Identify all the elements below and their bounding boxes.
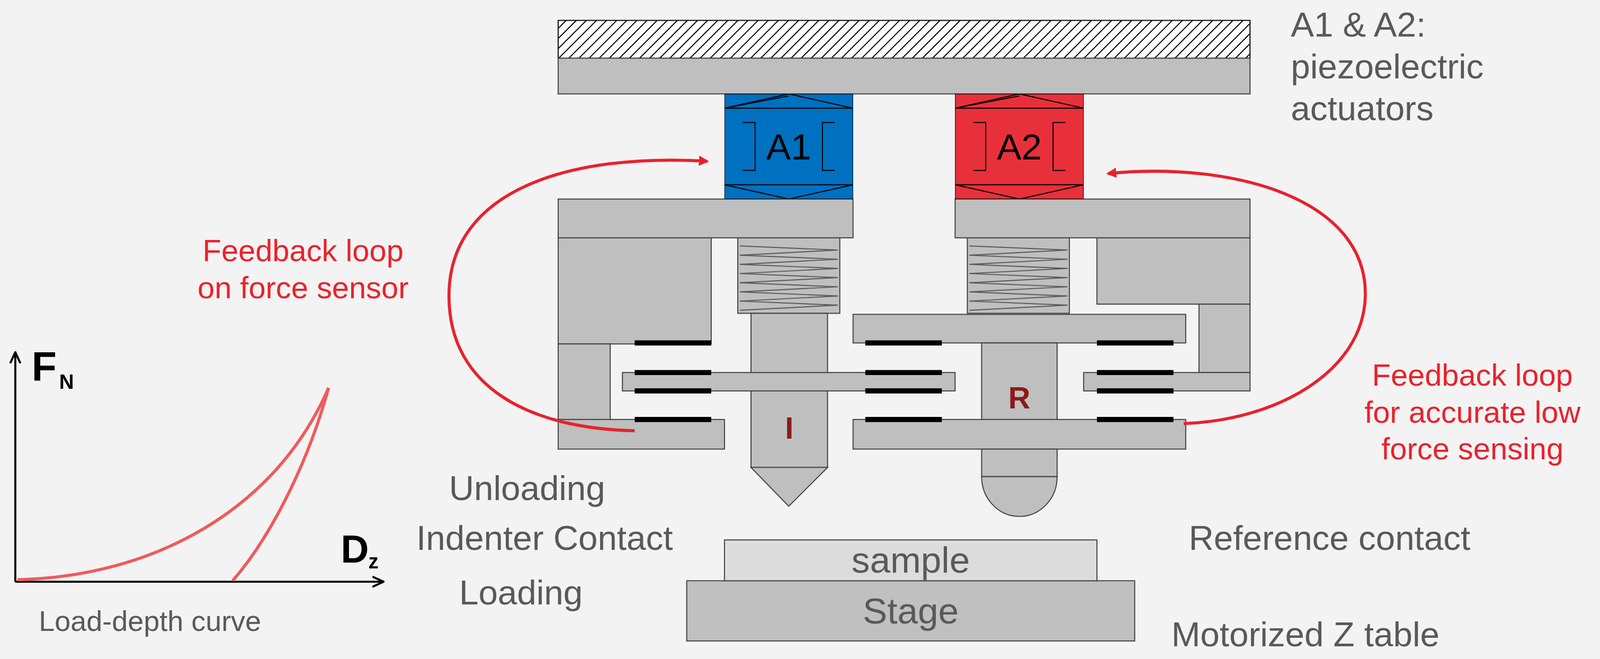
- node-text: sample: [851, 541, 971, 579]
- chart-caption: Load-depth curve: [38, 604, 262, 639]
- node-text: I: [784, 413, 794, 444]
- sample-block: sample: [724, 539, 1097, 581]
- node-text: A2: [996, 128, 1042, 165]
- reference-shaft: R: [983, 346, 1056, 417]
- node-text: A1: [766, 128, 812, 165]
- axis-label: D: [341, 529, 370, 569]
- axis-subscript: N: [59, 371, 75, 392]
- contact-label: Reference contact: [1189, 517, 1471, 560]
- axis-subscript: z: [368, 550, 379, 572]
- axis-label: F: [31, 345, 57, 387]
- feedback-note: Feedback loop on force sensor: [188, 232, 418, 307]
- table-label: Motorized Z table: [1171, 615, 1440, 654]
- actuator-box: A2: [954, 93, 1084, 199]
- node-text: Stage: [862, 592, 959, 629]
- node-text: R: [1008, 382, 1031, 414]
- phase-label: Loading: [459, 571, 583, 614]
- indenter-shaft: I: [753, 392, 826, 465]
- contact-label: Indenter Contact: [416, 517, 673, 560]
- actuator-box: A1: [724, 93, 854, 199]
- stage-block: Stage: [686, 580, 1135, 641]
- actuator-note: A1 & A2: piezoelectric actuators: [1290, 4, 1536, 130]
- feedback-note: Feedback loop for accurate low force sen…: [1350, 356, 1595, 468]
- phase-label: Unloading: [449, 467, 606, 509]
